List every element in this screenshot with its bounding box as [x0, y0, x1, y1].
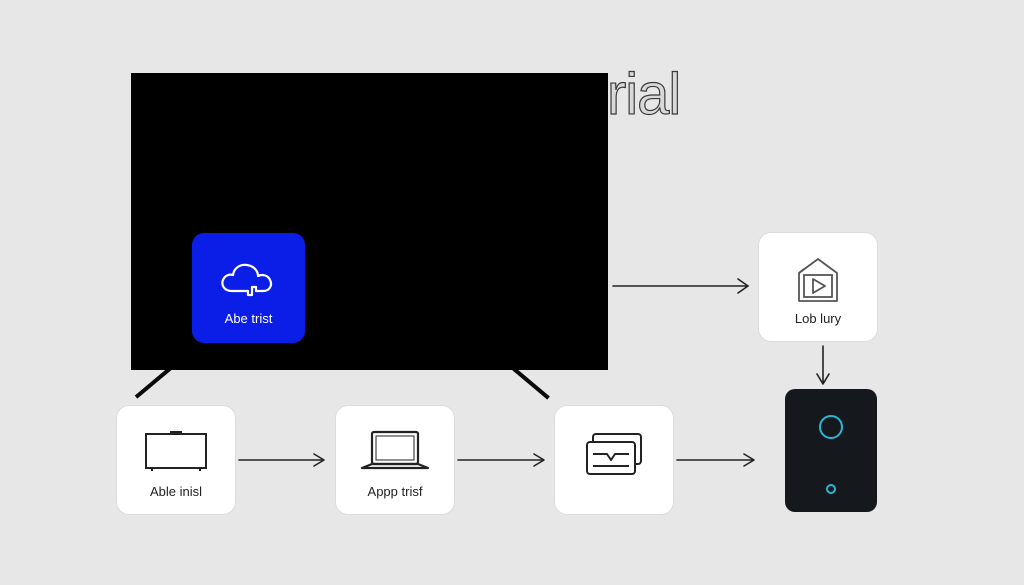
library-card-label: Lob lury: [794, 311, 842, 326]
laptop-card[interactable]: Appp trisf: [336, 406, 454, 514]
arrow-library-to-device: [816, 345, 830, 385]
screens-card[interactable]: [555, 406, 673, 514]
streaming-box[interactable]: [785, 389, 877, 512]
tv-icon: [117, 428, 235, 472]
arrow-screens-to-device: [676, 453, 755, 467]
cloud-icon: [218, 255, 280, 304]
tv-card[interactable]: Able inisl: [117, 406, 235, 514]
power-ring-icon: [819, 415, 843, 439]
library-card[interactable]: Lob lury: [759, 233, 877, 341]
status-led-icon: [826, 484, 836, 494]
play-library-icon: [759, 255, 877, 305]
tv-card-label: Able inisl: [149, 484, 203, 499]
tv-stand-left-leg: [134, 366, 173, 399]
tv-stand-right-leg: [512, 366, 550, 400]
arrow-tv-card-to-laptop: [238, 453, 325, 467]
tv-app-label: Abe trist: [224, 311, 273, 326]
arrow-tv-to-library: [612, 278, 749, 294]
laptop-card-label: Appp trisf: [367, 484, 423, 499]
arrow-laptop-to-screens: [457, 453, 545, 467]
stacked-screens-icon: [555, 432, 673, 478]
tv-app-tile[interactable]: Abe trist: [192, 233, 305, 343]
laptop-icon: [336, 428, 454, 474]
